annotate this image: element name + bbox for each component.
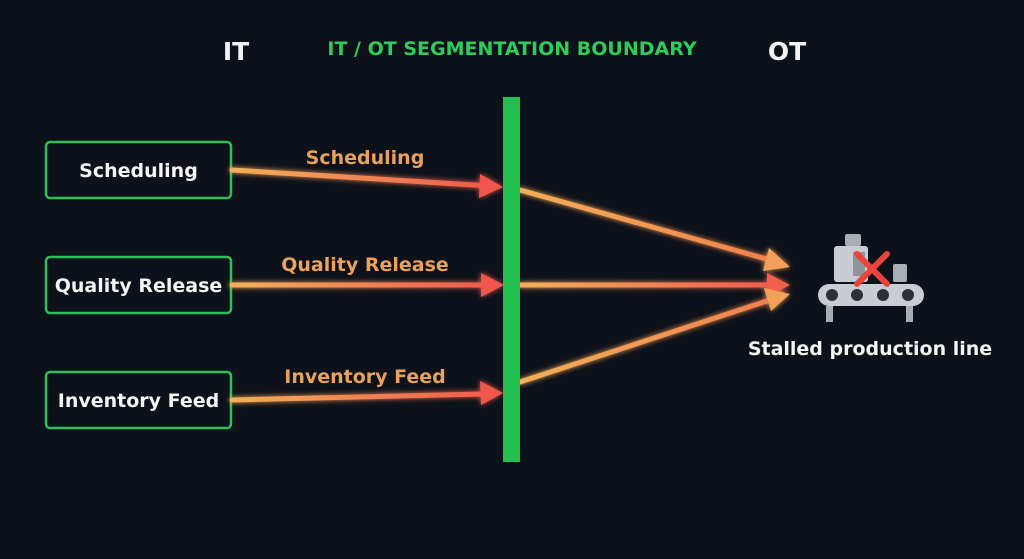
flow-arrow-quality-release-in <box>229 273 504 297</box>
ot-zone-label: OT <box>768 37 806 66</box>
system-box-quality-release[interactable]: Quality Release <box>44 255 233 315</box>
boundary-title: IT / OT SEGMENTATION BOUNDARY <box>327 38 696 60</box>
flow-arrow-quality-release-out <box>517 273 790 297</box>
segmentation-boundary-bar <box>503 97 520 462</box>
it-zone-label: IT <box>223 37 249 66</box>
system-box-inventory-feed[interactable]: Inventory Feed <box>44 370 233 430</box>
flow-arrow-inventory-feed-out <box>517 288 790 385</box>
flow-arrow-scheduling-in <box>229 167 503 198</box>
flow-label-quality-release: Quality Release <box>281 254 449 276</box>
red-x-icon <box>854 251 890 287</box>
flow-label-inventory-feed: Inventory Feed <box>284 366 445 388</box>
system-box-scheduling[interactable]: Scheduling <box>44 140 233 200</box>
stalled-conveyor-icon <box>818 234 924 322</box>
system-box-label: Scheduling <box>79 160 198 182</box>
stalled-production-line-label: Stalled production line <box>748 338 992 360</box>
flow-label-scheduling: Scheduling <box>306 147 425 169</box>
system-box-label: Quality Release <box>55 275 223 297</box>
system-box-label: Inventory Feed <box>58 390 219 412</box>
flow-arrow-scheduling-out <box>517 187 790 271</box>
flow-arrow-inventory-feed-in <box>229 381 503 405</box>
